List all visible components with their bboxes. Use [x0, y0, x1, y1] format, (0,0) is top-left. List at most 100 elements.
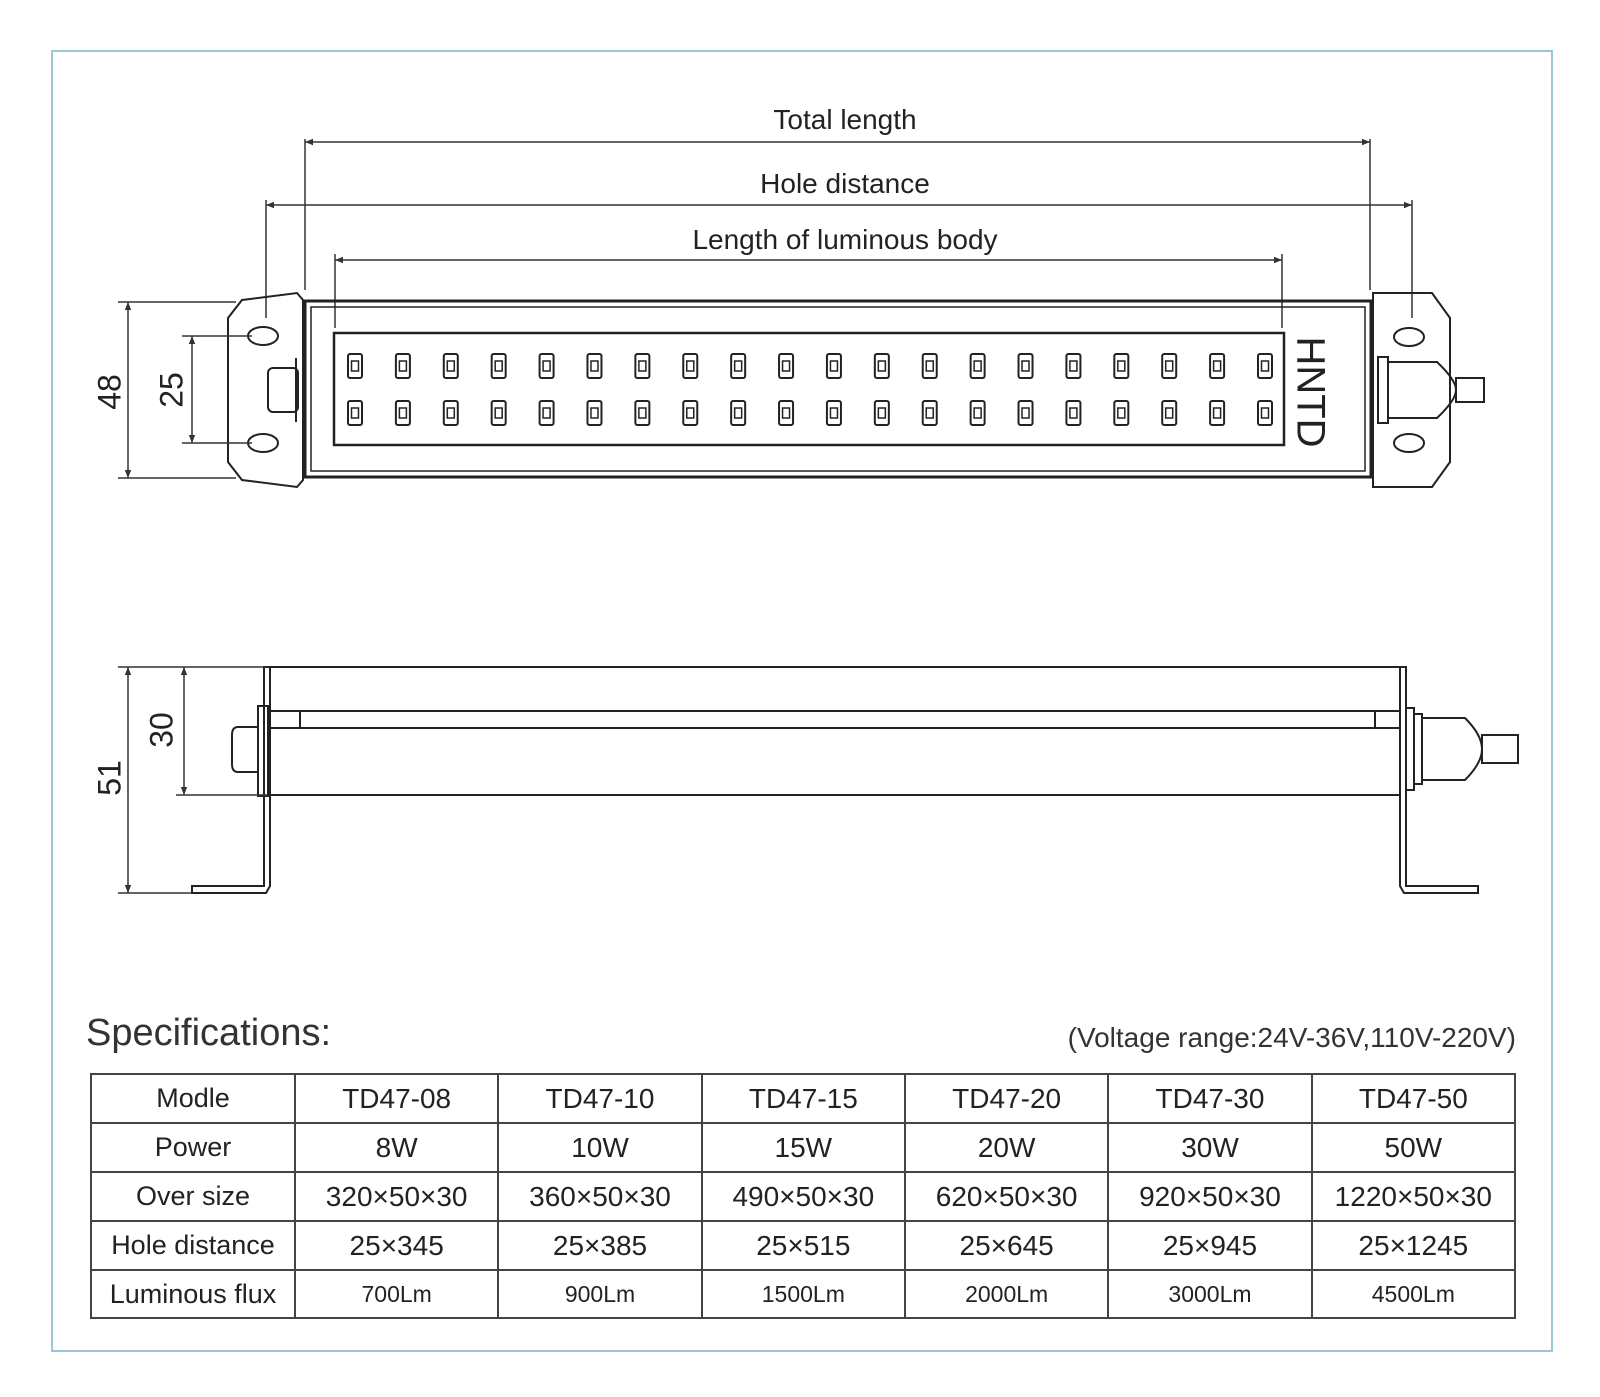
cell-flux-4: 2000Lm: [903, 1269, 1110, 1319]
led-chip-die: [1069, 407, 1078, 419]
led-chip: [682, 353, 699, 379]
led-chip: [1257, 353, 1273, 379]
table-row-over-size: Over size 320×50×30 360×50×30 490×50×30 …: [90, 1171, 1517, 1223]
led-chip: [538, 353, 555, 379]
led-chip: [825, 400, 842, 426]
cell-power-5: 30W: [1107, 1122, 1313, 1174]
side-vertical-dims: [118, 666, 268, 894]
row-label-power: Power: [90, 1122, 296, 1174]
drawing-frame: [51, 50, 1553, 1352]
led-chip: [730, 353, 747, 379]
led-chip-die: [877, 407, 887, 419]
row-label-over-size: Over size: [90, 1171, 296, 1223]
led-chip-die: [1164, 407, 1174, 419]
cell-flux-1: 700Lm: [293, 1269, 500, 1319]
cell-hole-6: 25×1245: [1310, 1220, 1517, 1272]
cell-model-6: TD47-50: [1310, 1072, 1517, 1125]
led-chip: [1257, 400, 1273, 426]
led-chip-die: [1021, 407, 1030, 419]
led-chip-die: [973, 360, 982, 372]
cell-hole-2: 25×385: [497, 1220, 703, 1272]
cell-size-1: 320×50×30: [293, 1171, 500, 1223]
led-chip-die: [781, 360, 791, 372]
led-chip-die: [494, 407, 503, 419]
led-chip: [825, 353, 842, 379]
led-chip: [490, 400, 507, 426]
right-upper-mount-hole: [1393, 327, 1425, 347]
right-lower-mount-hole: [1393, 433, 1425, 453]
cell-model-2: TD47-10: [497, 1072, 703, 1125]
table-row-power: Power 8W 10W 15W 20W 30W 50W: [90, 1122, 1517, 1174]
led-chip: [1065, 400, 1082, 426]
total-length-label: Total length: [773, 104, 916, 135]
cell-flux-5: 3000Lm: [1107, 1269, 1313, 1319]
led-chip-die: [781, 407, 791, 419]
cell-flux-2: 900Lm: [497, 1269, 703, 1319]
cell-size-2: 360×50×30: [497, 1171, 703, 1223]
cell-hole-3: 25×515: [700, 1220, 906, 1272]
cell-size-5: 920×50×30: [1107, 1171, 1313, 1223]
led-chip-die: [638, 360, 647, 372]
led-chip: [538, 400, 555, 426]
led-chip: [969, 400, 986, 426]
led-chip-die: [542, 407, 551, 419]
led-chip: [1017, 400, 1034, 426]
led-chip-die: [1212, 407, 1222, 419]
dim-25-label: 25: [153, 372, 189, 408]
led-chip-die: [1260, 360, 1270, 372]
led-chip: [1209, 400, 1226, 426]
specifications-table: Modle TD47-08 TD47-10 TD47-15 TD47-20 TD…: [90, 1072, 1517, 1319]
led-chip-die: [829, 407, 839, 419]
led-chip-die: [1212, 360, 1222, 372]
cell-size-3: 490×50×30: [700, 1171, 906, 1223]
led-chip: [394, 400, 411, 426]
led-chip-die: [973, 407, 982, 419]
dim-51-label: 51: [91, 760, 127, 796]
led-chip: [442, 353, 459, 379]
cell-hole-4: 25×645: [903, 1220, 1110, 1272]
cell-power-2: 10W: [497, 1122, 703, 1174]
led-chip-die: [590, 360, 599, 372]
cell-power-3: 15W: [700, 1122, 906, 1174]
led-chip-die: [446, 407, 456, 419]
led-chip-die: [733, 407, 743, 419]
table-row-model: Modle TD47-08 TD47-10 TD47-15 TD47-20 TD…: [90, 1072, 1517, 1125]
top-vertical-dims: [118, 301, 252, 479]
led-chip: [1161, 400, 1178, 426]
led-chip-die: [686, 360, 695, 372]
left-lower-mount-hole: [247, 433, 279, 453]
led-chip-die: [350, 407, 360, 419]
led-chip: [921, 400, 938, 426]
led-chip-die: [733, 360, 743, 372]
cell-size-4: 620×50×30: [903, 1171, 1110, 1223]
led-chip: [1113, 400, 1130, 426]
right-cable-stub: [1455, 377, 1485, 403]
row-label-hole-distance: Hole distance: [90, 1220, 296, 1272]
led-chip-die: [686, 407, 695, 419]
led-chip-die: [925, 360, 934, 372]
cell-hole-1: 25×345: [293, 1220, 500, 1272]
led-chip: [586, 400, 603, 426]
table-row-luminous-flux: Luminous flux 700Lm 900Lm 1500Lm 2000Lm …: [90, 1269, 1517, 1319]
brand-label: HNTD: [1288, 336, 1332, 447]
led-chip-die: [1117, 407, 1126, 419]
cell-size-6: 1220×50×30: [1310, 1171, 1517, 1223]
hole-distance-label: Hole distance: [760, 168, 930, 199]
side-cable-stub: [1481, 734, 1519, 764]
dim-48-label: 48: [91, 374, 127, 410]
led-chip: [442, 400, 459, 426]
led-chip: [1209, 353, 1226, 379]
led-chip: [921, 353, 938, 379]
cell-model-5: TD47-30: [1107, 1072, 1313, 1125]
led-chip: [634, 400, 651, 426]
led-chip-die: [398, 407, 408, 419]
cell-model-4: TD47-20: [903, 1072, 1110, 1125]
led-chip: [1161, 353, 1178, 379]
led-chip: [1113, 353, 1130, 379]
led-chip: [778, 400, 795, 426]
voltage-range-note: (Voltage range:24V-36V,110V-220V): [1067, 1022, 1516, 1053]
top-view-lamp: [227, 291, 1485, 489]
led-chip-die: [1069, 360, 1078, 372]
led-chip-die: [446, 360, 456, 372]
led-chip: [347, 353, 363, 379]
